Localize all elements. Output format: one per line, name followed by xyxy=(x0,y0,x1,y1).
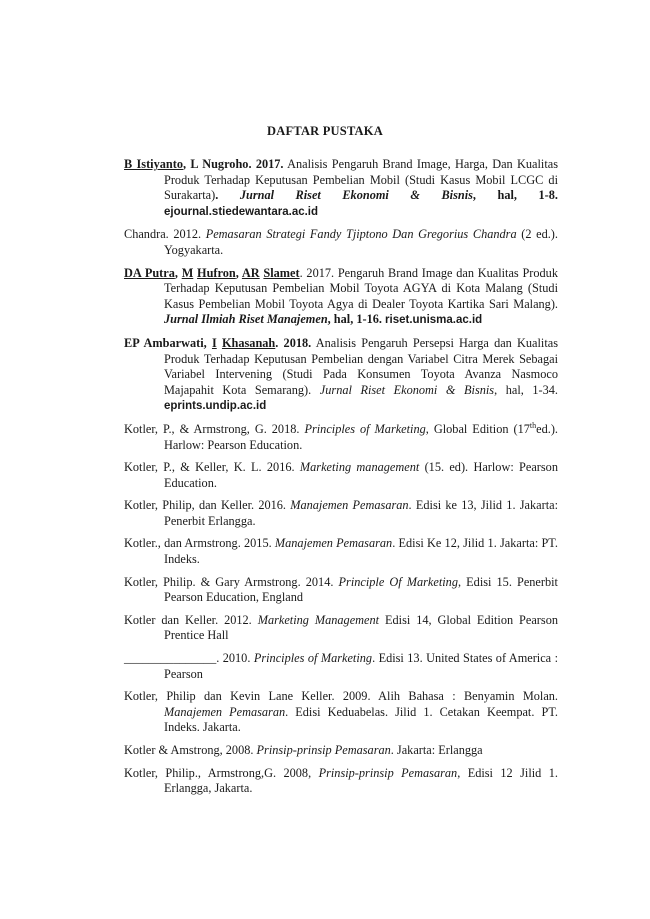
ref-text: (15. ed). Harlow: Pearson Education. xyxy=(164,460,558,490)
ref-pages: , hal, 1-8. xyxy=(472,188,558,203)
author: Slamet xyxy=(263,265,300,280)
ref-text: Kotler & Amstrong, 2008. xyxy=(124,743,257,757)
author: AR xyxy=(241,265,260,280)
ref-text: Kotler, Philip, dan Keller. 2016. xyxy=(124,498,291,513)
ref-text: Kotler dan Keller. 2012. xyxy=(124,612,258,627)
ref-title: Principle Of Marketing xyxy=(338,574,458,589)
author: , L Nugroho. 2017. xyxy=(182,157,284,171)
ref-text: (2 ed.). Yogyakarta. xyxy=(164,227,558,257)
superscript: th xyxy=(529,420,537,430)
ref-title: Manajemen Pemasaran xyxy=(164,704,286,719)
ref-url: eprints.undip.ac.id xyxy=(164,400,267,413)
reference-entry: Kotler, Philip. & Gary Armstrong. 2014. … xyxy=(124,575,558,606)
author: , xyxy=(174,265,182,280)
ref-text: , Edisi 12 Jilid 1. Erlangga, Jakarta. xyxy=(164,765,558,796)
ref-text: ed.). Harlow: Pearson Education. xyxy=(164,421,558,452)
reference-entry: Kotler, Philip., Armstrong,G. 2008, Prin… xyxy=(124,766,558,797)
ref-title: Prinsip-prinsip Pemasaran xyxy=(318,765,458,780)
journal-name: Jurnal Riset Ekonomi & Bisnis xyxy=(319,382,495,397)
ref-title: Principles of Marketing xyxy=(253,651,373,666)
author: DA Putra xyxy=(124,265,175,280)
reference-entry: DA Putra, M Hufron, AR Slamet. 2017. Pen… xyxy=(124,266,558,329)
ref-text: , Edisi 15. Penerbit Pearson Education, … xyxy=(164,574,558,605)
ref-text: . Edisi ke 13, Jilid 1. Jakarta: Penerbi… xyxy=(164,498,558,528)
ref-text: . 2017. Pengaruh Brand Image dan Kualita… xyxy=(164,265,558,311)
reference-entry: Kotler, P., & Keller, K. L. 2016. Market… xyxy=(124,460,558,491)
reference-entry: Kotler, Philip dan Kevin Lane Keller. 20… xyxy=(124,689,558,736)
author: . 2018. xyxy=(275,335,312,350)
ref-title: Pemasaran Strategi Fandy Tjiptono Dan Gr… xyxy=(205,227,517,242)
ref-text: Kotler, Philip. & Gary Armstrong. 2014. xyxy=(124,574,339,589)
ref-text: . Edisi Keduabelas. Jilid 1. Cetakan Kee… xyxy=(164,704,558,735)
reference-entry: Kotler., dan Armstrong. 2015. Manajemen … xyxy=(124,536,558,567)
ref-url: riset.unisma.ac.id xyxy=(385,314,483,327)
ref-text: Kotler, Philip dan Kevin Lane Keller. 20… xyxy=(124,689,558,704)
ref-text: Analisis Pengaruh Persepsi Harga dan Kua… xyxy=(164,335,558,397)
ref-text: Edisi 14, Global Edition Pearson Prentic… xyxy=(164,612,558,643)
page-title: DAFTAR PUSTAKA xyxy=(267,124,383,138)
author: M xyxy=(181,265,194,280)
ref-text: Kotler., dan Armstrong. 2015. xyxy=(124,536,275,551)
ref-pages: , hal, 1-34. xyxy=(494,382,559,397)
author: , xyxy=(203,335,212,350)
ref-text: Kotler, Philip., Armstrong,G. 2008, xyxy=(124,765,319,780)
ref-text: Analisis Pengaruh Brand Image, Harga, Da… xyxy=(164,157,558,203)
author: , xyxy=(235,265,242,280)
reference-entry: Kotler, Philip, dan Keller. 2016. Manaje… xyxy=(124,498,558,529)
reference-entry: B Istiyanto, L Nugroho. 2017. Analisis P… xyxy=(124,157,558,220)
ref-title: Manajemen Pemasaran xyxy=(290,498,409,513)
author: Hufron xyxy=(197,265,236,280)
ref-title: Prinsip-prinsip Pemasaran xyxy=(256,743,391,757)
ref-pages: , hal, 1-16. xyxy=(327,312,386,327)
ref-title: Manajemen Pemasaran xyxy=(274,536,393,551)
reference-list: B Istiyanto, L Nugroho. 2017. Analisis P… xyxy=(124,157,558,804)
ref-text: . Edisi 13. United States of America : P… xyxy=(164,651,558,681)
reference-entry: EP Ambarwati, I Khasanah. 2018. Analisis… xyxy=(124,336,558,415)
author: I xyxy=(211,335,217,350)
ref-text: _______________. 2010. xyxy=(124,651,254,666)
reference-entry: Chandra. 2012. Pemasaran Strategi Fandy … xyxy=(124,227,558,258)
author: B Istiyanto xyxy=(124,157,183,171)
ref-url: ejournal.stiedewantara.ac.id xyxy=(164,205,319,218)
ref-text: , Global Edition (17 xyxy=(425,421,530,436)
ref-title: Principles of Marketing xyxy=(304,421,426,436)
ref-text: Kotler, P., & Armstrong, G. 2018. xyxy=(124,421,305,436)
reference-entry: Kotler, P., & Armstrong, G. 2018. Princi… xyxy=(124,420,558,453)
author: Khasanah xyxy=(221,335,276,350)
reference-entry: _______________. 2010. Principles of Mar… xyxy=(124,651,558,682)
ref-text: . xyxy=(215,188,240,203)
ref-text: Chandra. 2012. xyxy=(124,227,206,242)
ref-text: . Edisi Ke 12, Jilid 1. Jakarta: PT. Ind… xyxy=(164,536,558,567)
ref-text: Kotler, P., & Keller, K. L. 2016. xyxy=(124,460,300,475)
reference-entry: Kotler dan Keller. 2012. Marketing Manag… xyxy=(124,613,558,644)
ref-text: . Jakarta: Erlangga xyxy=(390,743,483,757)
reference-entry: Kotler & Amstrong, 2008. Prinsip-prinsip… xyxy=(124,743,558,759)
ref-title: Marketing Management xyxy=(257,612,380,627)
journal-name: Jurnal Riset Ekonomi & Bisnis xyxy=(239,188,473,203)
journal-name: Jurnal Ilmiah Riset Manajemen xyxy=(164,312,328,327)
author: EP Ambarwati xyxy=(124,335,204,350)
ref-title: Marketing management xyxy=(299,460,420,475)
